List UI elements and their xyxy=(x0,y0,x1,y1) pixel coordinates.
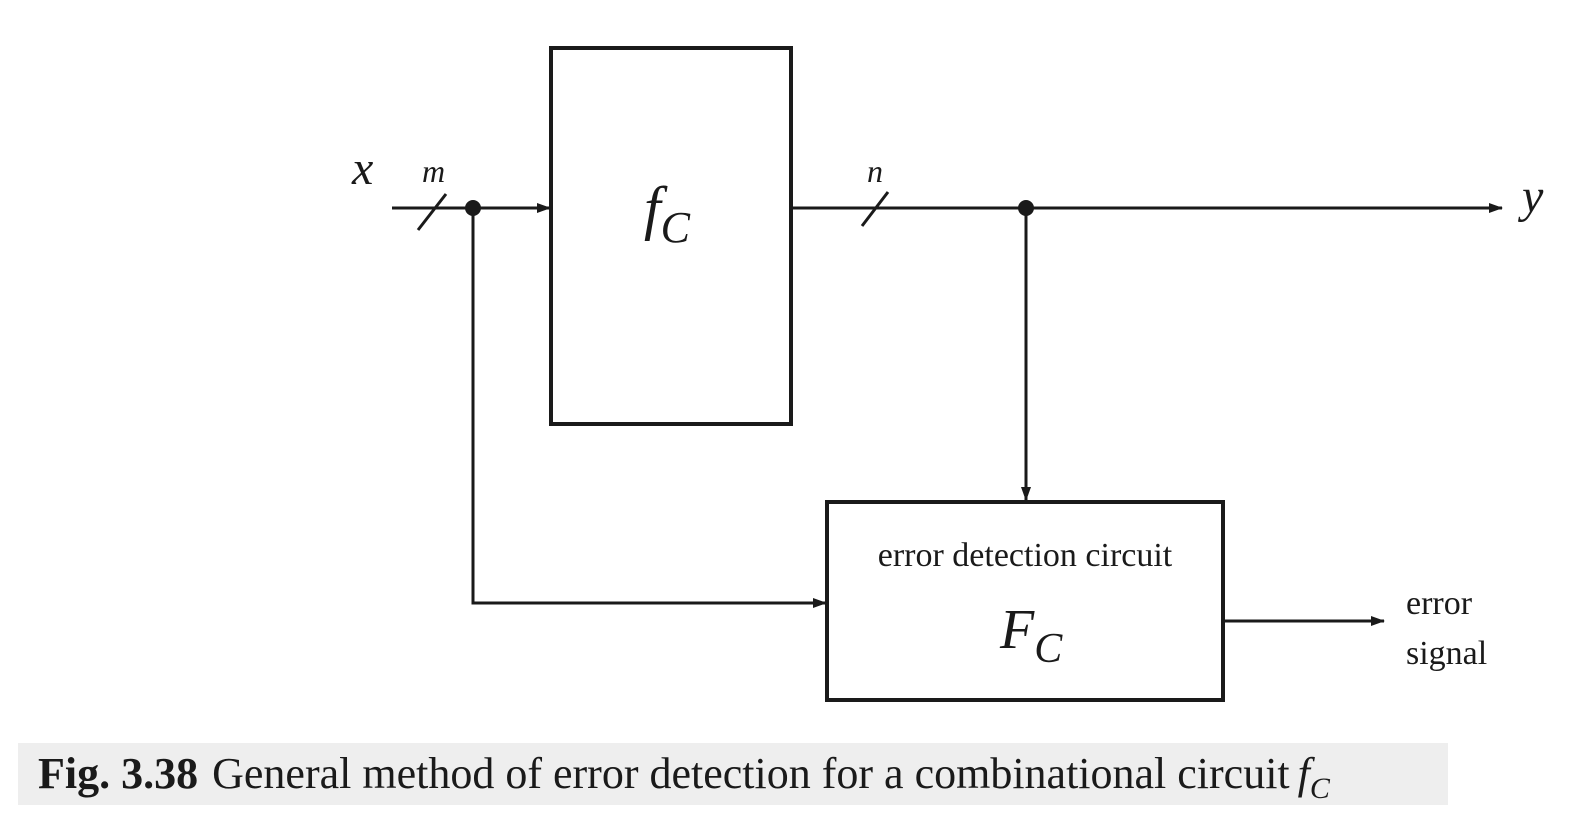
input-bus-slash xyxy=(416,193,448,231)
output-bus-slash xyxy=(860,191,890,227)
detector-block xyxy=(825,500,1225,702)
output-width-label: n xyxy=(867,153,883,189)
detector-block-subscript: C xyxy=(1034,626,1063,672)
caption-symbol-subscript: C xyxy=(1309,772,1330,805)
detector-block-title: error detection circuit xyxy=(878,537,1173,574)
caption-symbol: fC xyxy=(1297,749,1330,805)
svg-text:FC: FC xyxy=(999,599,1063,672)
input-width-label: m xyxy=(422,153,445,189)
main-block-subscript: C xyxy=(661,203,691,252)
detector-block-symbol: F xyxy=(999,599,1035,661)
main-block xyxy=(549,46,793,426)
input-branch-wire xyxy=(471,208,827,608)
error-output-label-line1: error xyxy=(1406,585,1473,622)
output-label: y xyxy=(1517,170,1544,223)
caption-number: Fig. 3.38 xyxy=(38,749,199,798)
caption-background xyxy=(18,743,1448,805)
caption-symbol-letter: f xyxy=(1297,749,1310,798)
svg-text:fC: fC xyxy=(644,175,691,252)
circuit-diagram: x m fC n y error detection circuit FC er… xyxy=(351,46,1544,702)
figure-caption: Fig. 3.38 General method of error detecti… xyxy=(38,744,1330,819)
caption-text: General method of error detection for a … xyxy=(212,749,1290,798)
error-output-label-line2: signal xyxy=(1406,635,1487,672)
input-label: x xyxy=(351,142,373,195)
